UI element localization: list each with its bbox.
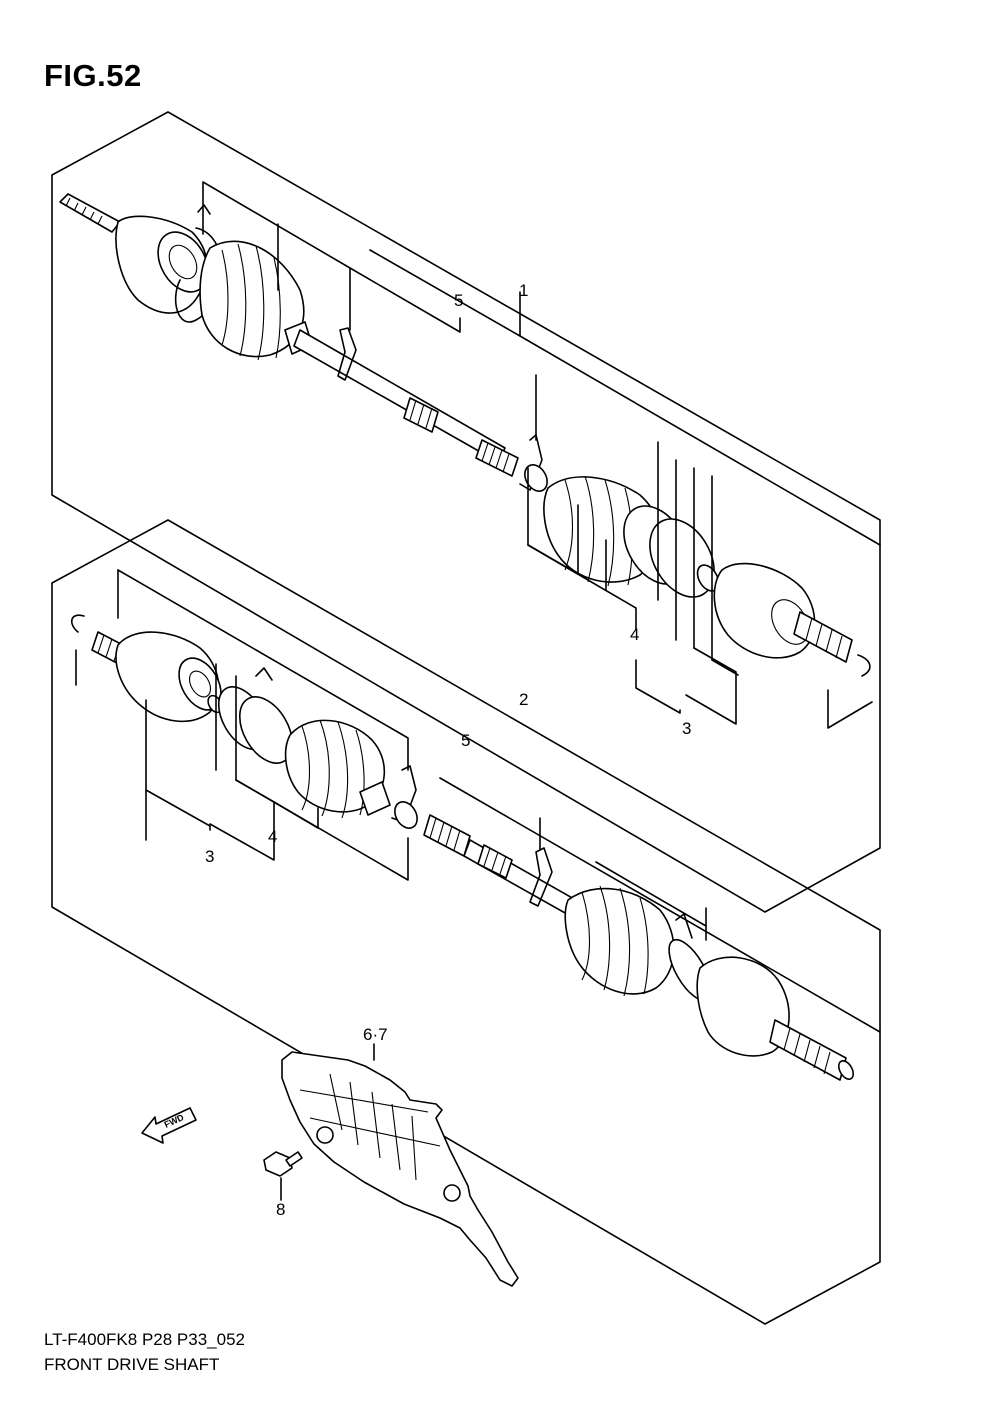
bolt[interactable] xyxy=(263,1151,303,1201)
callout-5-lower[interactable]: 5 xyxy=(461,731,470,750)
drive-shaft-assembly-1[interactable] xyxy=(59,193,871,677)
callout-4-upper[interactable]: 4 xyxy=(630,625,639,644)
heat-guard-plate[interactable] xyxy=(281,1051,519,1287)
callout-1[interactable]: 1 xyxy=(519,281,528,300)
callout-8[interactable]: 8 xyxy=(276,1200,285,1219)
callout-4-lower[interactable]: 4 xyxy=(268,827,277,846)
callout-2[interactable]: 2 xyxy=(519,690,528,709)
figure-code: LT-F400FK8 P28 P33_052 xyxy=(44,1330,245,1349)
callout-3-lower[interactable]: 3 xyxy=(205,847,214,866)
fwd-arrow-icon: FWD xyxy=(141,1107,197,1144)
assembly-2-frame xyxy=(51,519,881,1325)
leader-lines-2 xyxy=(75,569,881,1033)
callout-5-upper[interactable]: 5 xyxy=(454,291,463,310)
callout-3-upper[interactable]: 3 xyxy=(682,719,691,738)
callout-6-7[interactable]: 6·7 xyxy=(363,1025,388,1044)
figure-name: FRONT DRIVE SHAFT xyxy=(44,1355,220,1374)
figure-title: FIG.52 xyxy=(44,58,142,93)
drive-shaft-assembly-2[interactable] xyxy=(71,614,856,1081)
assembly-1-frame xyxy=(51,111,881,913)
leader-lines-1 xyxy=(202,181,881,729)
